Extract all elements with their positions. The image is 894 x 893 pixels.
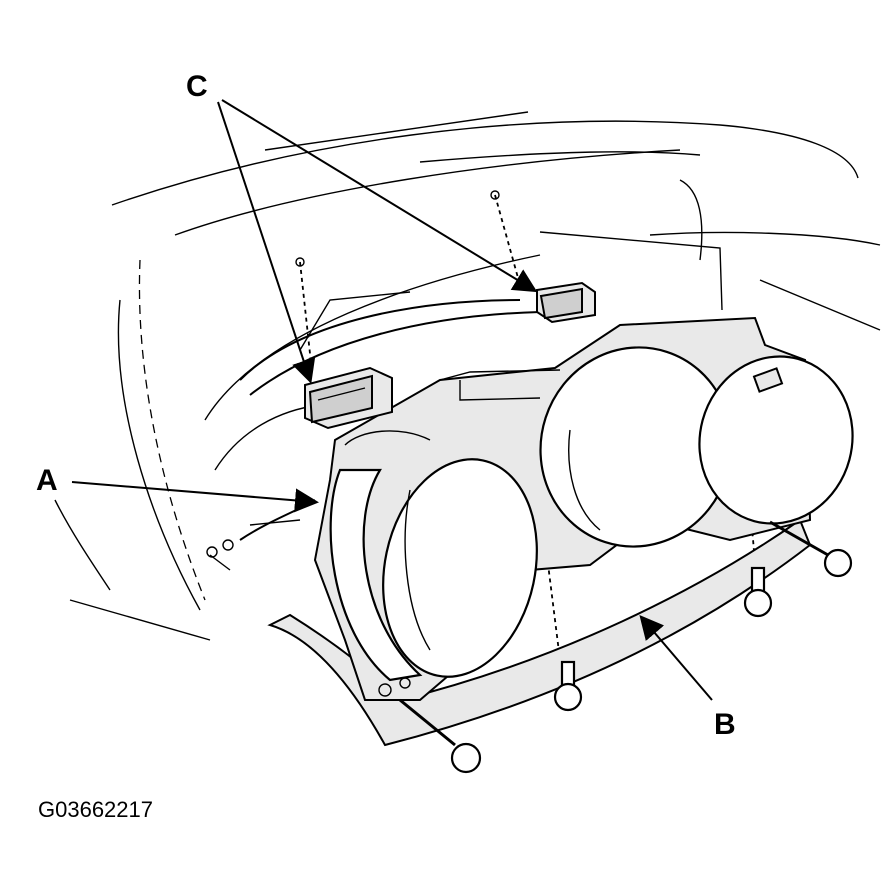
connector-left [304, 366, 393, 430]
callout-b-label: B [714, 708, 736, 741]
arrow-a [71, 481, 319, 513]
speedometer-lens [382, 458, 538, 678]
connector-right [536, 281, 596, 324]
gauge-lenses [329, 346, 854, 682]
screws [206, 520, 853, 774]
arrow-c-right [221, 99, 538, 293]
screw-bottom-center [553, 660, 583, 712]
connectors-c [304, 281, 596, 430]
arrow-b [639, 614, 713, 701]
leader-arrows [71, 99, 713, 701]
screw-right-vertical [743, 566, 773, 618]
screw-right [769, 520, 853, 578]
callout-c-label: C [186, 70, 208, 103]
callout-a-label: A [36, 464, 58, 497]
fuel-temp-gauge-lens [698, 355, 854, 525]
screw-bottom-left [399, 698, 482, 774]
dashboard-outline [54, 111, 881, 641]
figure-code: G03662217 [38, 797, 153, 822]
arrow-c-left [217, 101, 316, 384]
